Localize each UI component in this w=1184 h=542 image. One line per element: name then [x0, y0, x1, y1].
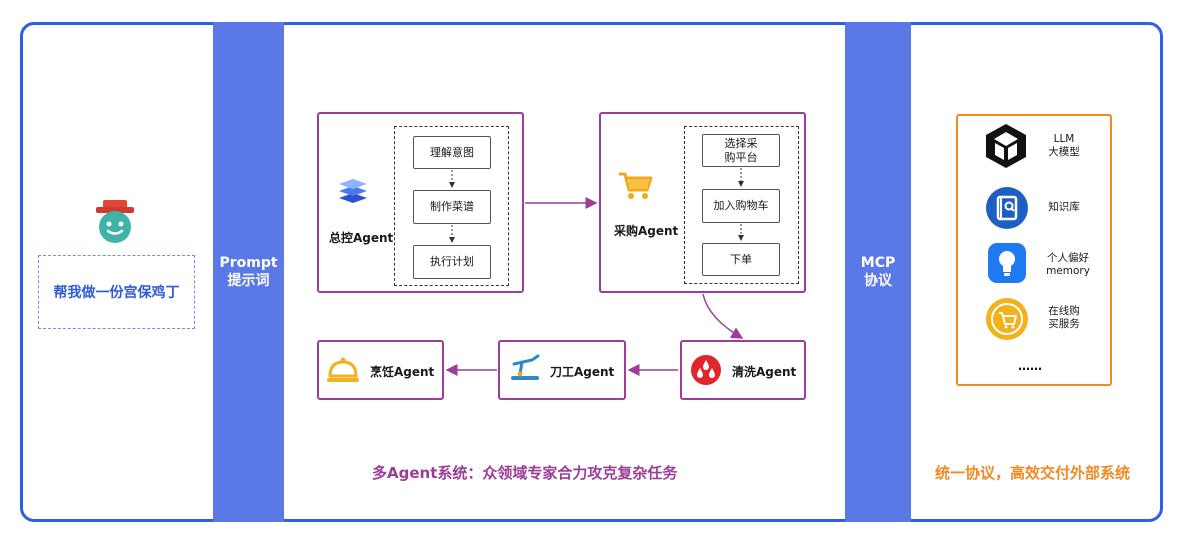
purchase-agent-label: 采购Agent	[614, 224, 679, 238]
mcp-resource-knowledge-label: 知识库	[1048, 201, 1080, 213]
cloche-icon	[326, 356, 360, 384]
mcp-resource-shopping-label: 在线购 买服务	[1048, 305, 1080, 330]
mcp-band: MCP 协议	[845, 22, 911, 522]
mcp-resources-box	[956, 114, 1112, 386]
prompt-band: Prompt 提示词	[213, 22, 284, 522]
user-request-text: 帮我做一份宫保鸡丁	[53, 285, 180, 301]
master-step-understand: 理解意图	[413, 136, 491, 169]
master-steps-container	[394, 126, 509, 286]
water-drops-icon	[690, 354, 722, 386]
diagram-frame	[20, 22, 1163, 522]
wash-agent-label: 清洗Agent	[732, 365, 797, 379]
cube-logo-icon	[983, 122, 1029, 170]
layers-stack-icon	[337, 175, 369, 205]
cook-agent-box	[317, 340, 444, 400]
mcp-band-line2: 协议	[864, 273, 892, 289]
user-request-box: 帮我做一份宫保鸡丁	[38, 255, 195, 329]
prompt-band-line1: Prompt	[219, 255, 278, 271]
knife-work-icon	[508, 354, 544, 384]
cook-agent-label: 烹饪Agent	[370, 365, 435, 379]
purchase-step-platform: 选择采 购平台	[702, 134, 780, 167]
multi-agent-caption: 多Agent系统：众领域专家合力攻克复杂任务	[372, 464, 678, 482]
knowledge-book-icon	[985, 186, 1029, 230]
mcp-resource-llm-label: LLM 大模型	[1048, 133, 1080, 158]
master-step-execute: 执行计划	[413, 245, 491, 279]
purchase-steps-container	[684, 126, 799, 284]
mcp-caption: 统一协议，高效交付外部系统	[935, 464, 1131, 482]
shopping-cart-icon	[617, 170, 653, 202]
master-step-recipe: 制作菜谱	[413, 190, 491, 224]
mcp-band-line1: MCP	[860, 255, 896, 271]
shopping-service-icon	[985, 297, 1029, 341]
prompt-band-line2: 提示词	[227, 273, 270, 289]
purchase-step-cart: 加入购物车	[702, 189, 780, 223]
knife-agent-label: 刀工Agent	[550, 365, 615, 379]
purchase-step-order: 下单	[702, 243, 780, 276]
master-agent-label: 总控Agent	[329, 231, 394, 245]
mcp-resource-ellipsis: ……	[1018, 359, 1042, 373]
mcp-resource-memory-label: 个人偏好 memory	[1046, 252, 1090, 277]
lightbulb-icon	[987, 242, 1027, 284]
chef-avatar-icon	[93, 198, 137, 244]
